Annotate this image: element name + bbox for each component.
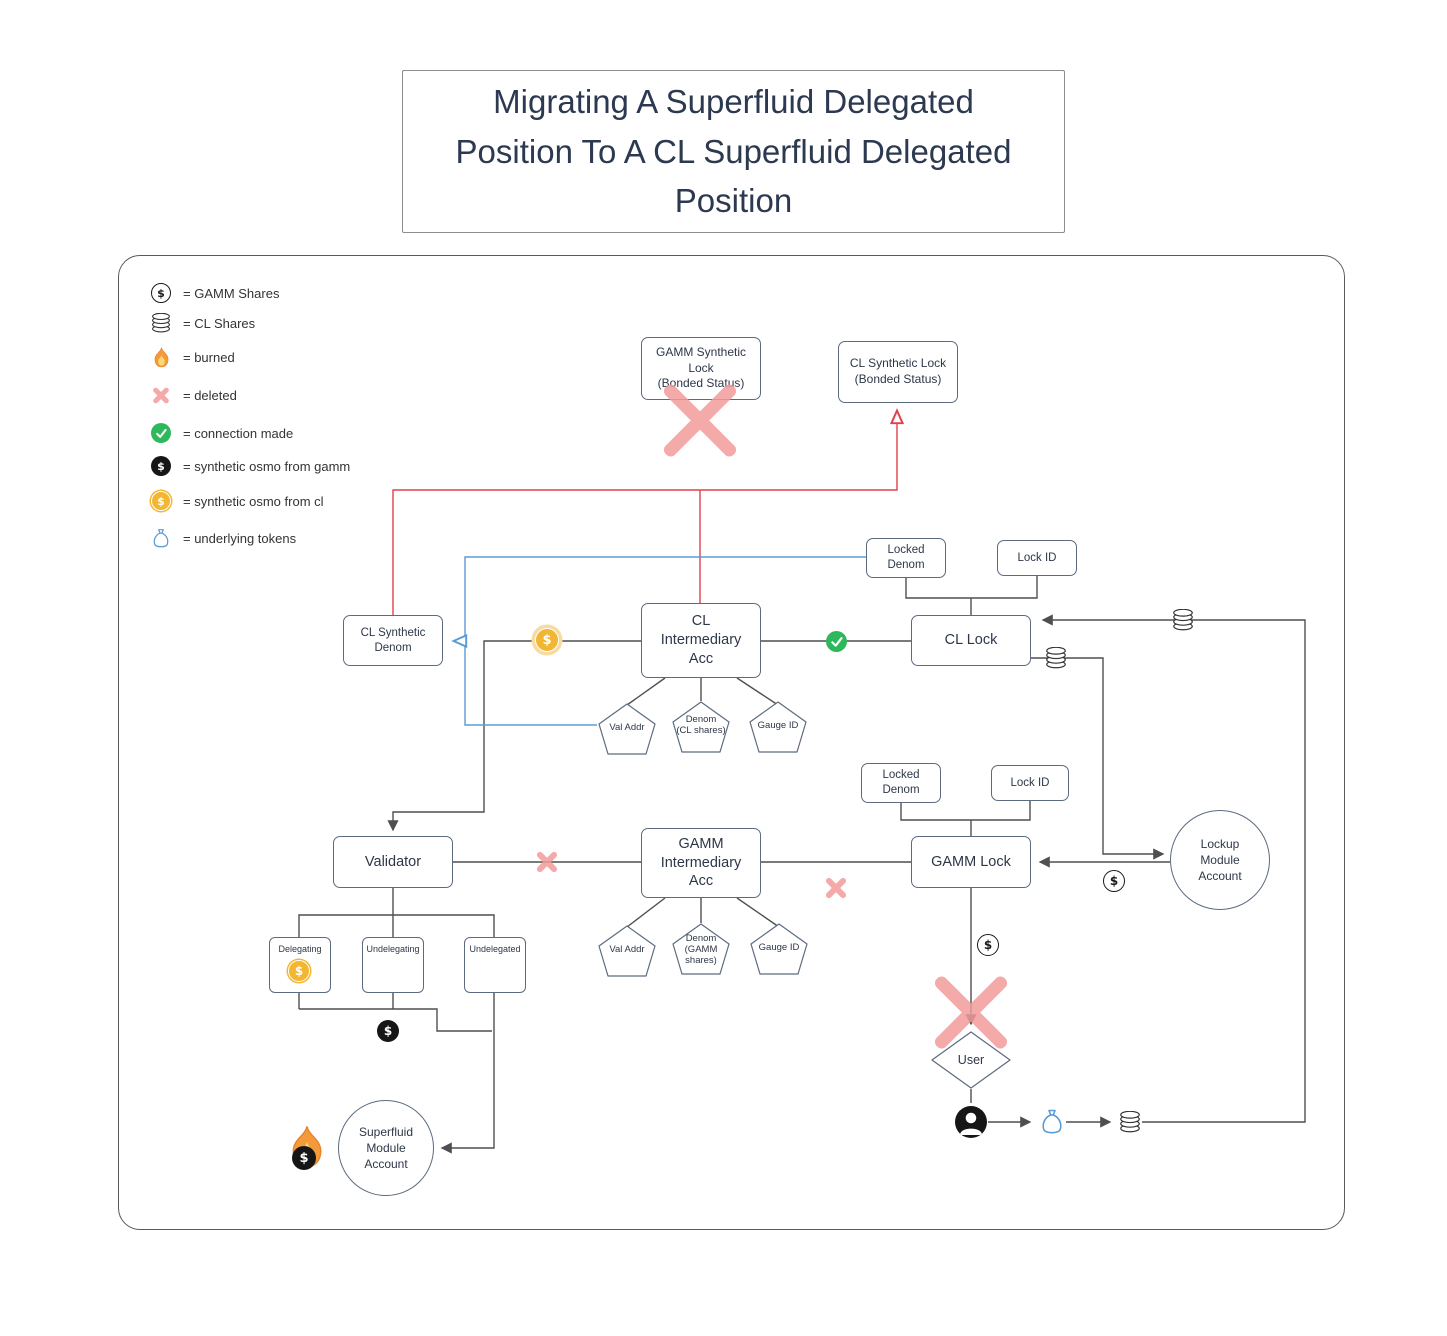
gamm-shares-coin-icon: $: [148, 283, 174, 303]
node-superfluid-module-account: Superfluid Module Account: [338, 1100, 434, 1196]
legend-label: = synthetic osmo from gamm: [183, 458, 351, 474]
legend-label: = underlying tokens: [183, 530, 297, 546]
node-lock-id-bottom: Lock ID: [991, 765, 1069, 801]
gold-coin-icon: $: [148, 491, 174, 511]
legend-item-cl-shares: = CL Shares: [148, 311, 255, 335]
check-icon: [148, 423, 174, 443]
pentagon-label: Val Addr: [609, 722, 645, 733]
state-label: Undelegating: [366, 944, 420, 954]
node-cl-synthetic-denom: CL Synthetic Denom: [343, 615, 443, 666]
cl-shares-stack-icon: [1117, 1111, 1143, 1133]
node-gamm-synthetic-lock: GAMM Synthetic Lock (Bonded Status): [641, 337, 761, 400]
legend-item-synthetic-gamm: $ = synthetic osmo from gamm: [148, 454, 350, 478]
money-bag-icon: [1039, 1107, 1065, 1137]
node-gamm-intermediary-acc: GAMM Intermediary Acc: [641, 828, 761, 898]
black-coin-icon: $: [377, 1020, 399, 1042]
legend-label: = deleted: [183, 387, 237, 403]
legend-label: = connection made: [183, 425, 294, 441]
black-coin-icon: $: [148, 456, 174, 476]
deleted-x-icon: [823, 875, 849, 901]
deleted-x-icon-gamm-synthetic-lock: [652, 372, 748, 468]
node-lock-id-top: Lock ID: [997, 540, 1077, 576]
state-label: Delegating: [278, 944, 322, 954]
line-clsyntheticdenom-to-clsyntheticlock: [392, 412, 897, 615]
line-cllock-to-lockupmodule: [1031, 657, 1165, 860]
node-cl-intermediary-acc: CL Intermediary Acc: [641, 603, 761, 678]
gamm-shares-coin-icon: $: [977, 934, 999, 956]
state-label: Undelegated: [469, 944, 521, 954]
red-connectors: [392, 412, 897, 615]
node-cl-synthetic-lock: CL Synthetic Lock (Bonded Status): [838, 341, 958, 403]
node-val-addr-cl: Val Addr: [598, 703, 656, 755]
legend-item-synthetic-cl: $ = synthetic osmo from cl: [148, 489, 324, 513]
legend-item-connection-made: = connection made: [148, 421, 293, 445]
node-user: User: [931, 1031, 1011, 1089]
line-clshares-into-cllock: [1041, 614, 1306, 1123]
node-val-addr-gamm: Val Addr: [598, 925, 656, 977]
node-gauge-id-gamm: Gauge ID: [750, 923, 808, 975]
diagram-frame: [118, 255, 1345, 1230]
legend-label: = CL Shares: [183, 315, 256, 331]
legend-item-deleted: = deleted: [148, 383, 237, 407]
deleted-x-icon-gamm-lock: [923, 964, 1019, 1060]
user-avatar-icon: [954, 1105, 988, 1139]
legend-label: = synthetic osmo from cl: [183, 493, 324, 509]
cl-shares-stack-icon: [1170, 609, 1196, 631]
node-gauge-id-cl: Gauge ID: [749, 701, 807, 753]
line-delegating-undelegating-join: [298, 993, 492, 1032]
flame-icon: [148, 347, 174, 368]
line-undelegated-to-superfluidmodule: [440, 993, 495, 1154]
pentagon-label: Denom (GAMM shares): [684, 933, 718, 966]
cl-shares-stack-icon: [1043, 647, 1069, 669]
node-cl-lock: CL Lock: [911, 615, 1031, 666]
node-undelegated: Undelegated: [464, 937, 526, 993]
black-coin-icon: $: [292, 1146, 316, 1170]
legend: $ = GAMM Shares = CL Shares = burned = d…: [148, 281, 448, 561]
pentagon-label: Gauge ID: [758, 942, 800, 953]
line-lockeddenom-lockid-to-gammlock: [900, 801, 1031, 821]
legend-label: = GAMM Shares: [183, 285, 280, 301]
node-denom-gamm-shares: Denom (GAMM shares): [672, 923, 730, 975]
pentagon-label: Gauge ID: [757, 720, 799, 731]
node-denom-cl-shares: Denom (CL shares): [672, 701, 730, 753]
gold-coin-icon: $: [535, 628, 559, 652]
gray-connectors: [298, 576, 1306, 1154]
diagram-title: Migrating A Superfluid Delegated Positio…: [402, 70, 1065, 233]
user-label: User: [957, 1053, 985, 1067]
node-undelegating: Undelegating: [362, 937, 424, 993]
cl-shares-stack-icon: [148, 313, 174, 333]
legend-item-burned: = burned: [148, 345, 235, 369]
pentagon-label: Val Addr: [609, 944, 645, 955]
legend-label: = burned: [183, 349, 235, 365]
legend-item-gamm-shares: $ = GAMM Shares: [148, 281, 279, 305]
pentagon-label: Denom (CL shares): [676, 714, 726, 736]
gamm-shares-coin-icon: $: [1103, 870, 1125, 892]
line-validator-states-split: [298, 888, 495, 937]
node-validator: Validator: [333, 836, 453, 888]
node-locked-denom-bottom: Locked Denom: [861, 763, 941, 803]
node-locked-denom-top: Locked Denom: [866, 538, 946, 578]
node-lockup-module-account: Lockup Module Account: [1170, 810, 1270, 910]
blue-connectors: [455, 556, 866, 726]
legend-item-underlying-tokens: = underlying tokens: [148, 526, 296, 550]
deleted-x-icon: [534, 849, 560, 875]
line-lockeddenom-lockid-to-cllock: [905, 576, 1038, 599]
node-gamm-lock: GAMM Lock: [911, 836, 1031, 888]
x-mark-icon: [148, 385, 174, 405]
gold-coin-icon: $: [288, 960, 310, 982]
money-bag-icon: [148, 527, 174, 550]
connection-made-check-icon: [826, 631, 847, 652]
